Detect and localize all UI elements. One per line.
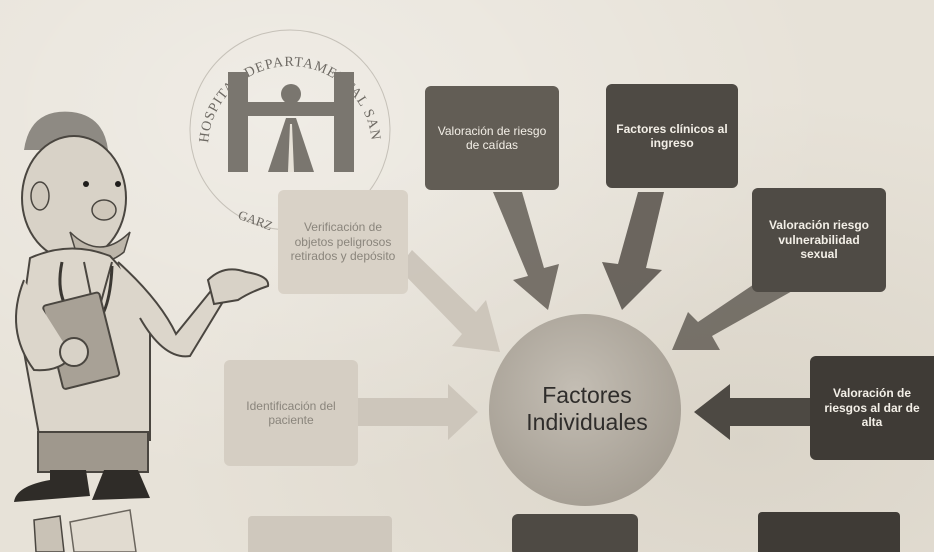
box-dar-alta-label: Valoración de riesgos al dar de alta bbox=[824, 386, 920, 430]
seal-bottom-text: GARZ bbox=[236, 207, 274, 233]
doctor-illustration bbox=[14, 111, 270, 552]
central-label-line1: Factores bbox=[542, 382, 632, 408]
central-label: Factores Individuales bbox=[492, 382, 682, 436]
arrow-identificacion bbox=[354, 384, 478, 440]
box-objetos-peligrosos: Verificación de objetos peligrosos retir… bbox=[278, 190, 408, 294]
bottom-box-center bbox=[512, 514, 638, 552]
arrow-riesgo-caidas bbox=[493, 192, 559, 310]
arrow-factores-clinicos bbox=[602, 192, 664, 310]
box-dar-alta: Valoración de riesgos al dar de alta bbox=[810, 356, 934, 460]
box-identificacion: Identificación del paciente bbox=[224, 360, 358, 466]
central-circle bbox=[489, 314, 681, 506]
box-factores-clinicos: Factores clínicos al ingreso bbox=[606, 84, 738, 188]
arrow-objetos bbox=[398, 250, 500, 352]
box-identificacion-label: Identificación del paciente bbox=[246, 398, 336, 427]
bottom-box-right bbox=[758, 512, 900, 552]
arrow-dar-alta bbox=[694, 384, 812, 440]
central-label-line2: Individuales bbox=[526, 409, 648, 436]
box-factores-clinicos-label: Factores clínicos al ingreso bbox=[616, 121, 728, 150]
box-riesgo-caidas: Valoración de riesgo de caídas bbox=[425, 86, 559, 190]
box-riesgo-caidas-label: Valoración de riesgo de caídas bbox=[437, 123, 547, 152]
box-vulnerabilidad: Valoración riesgo vulnerabilidad sexual bbox=[752, 188, 886, 292]
box-objetos-peligrosos-label: Verificación de objetos peligrosos retir… bbox=[290, 220, 396, 264]
bottom-box-left bbox=[248, 516, 392, 552]
box-vulnerabilidad-label: Valoración riesgo vulnerabilidad sexual bbox=[768, 218, 870, 262]
